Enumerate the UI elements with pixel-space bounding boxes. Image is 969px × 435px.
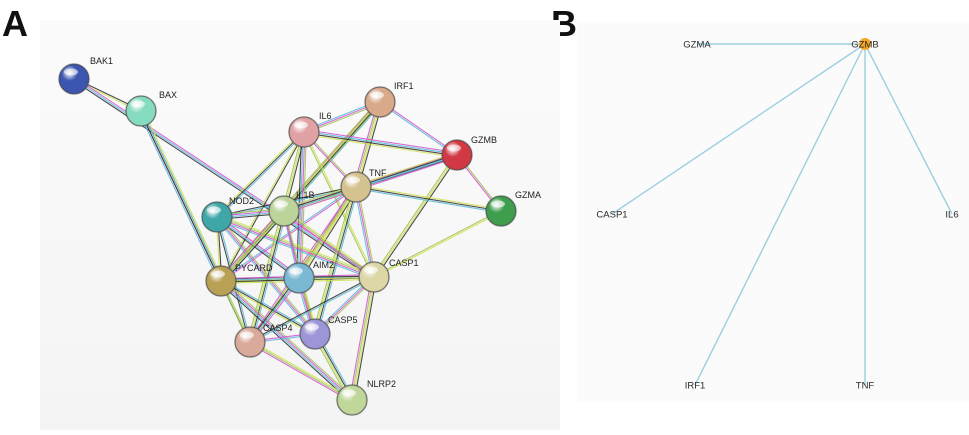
edge-CASP4-NLRP2 (248, 340, 354, 402)
node-label-pycard: PYCARD (235, 263, 273, 273)
node-label-bax: BAX (159, 90, 177, 100)
edge-IL1B-CASP1 (282, 209, 376, 279)
edge-gzmb-il6 (864, 43, 953, 215)
node-label-gzma: GZMA (515, 190, 541, 200)
node-gzma[interactable]: GZMA (683, 40, 711, 51)
edge-gzmb-irf1 (694, 43, 866, 386)
node-gzmb[interactable]: GZMB (441, 135, 497, 171)
node-label-nlrp2: NLRP2 (367, 379, 396, 389)
panel-a-label: A (2, 3, 28, 44)
node-nod2[interactable]: NOD2 (201, 196, 254, 233)
node-tnf[interactable]: TNF (856, 381, 875, 392)
edge-GZMA-TNF (355, 184, 502, 214)
node-label-casp1: CASP1 (389, 258, 419, 268)
edge-CASP1-CASP4 (249, 275, 375, 344)
node-label-casp4: CASP4 (263, 323, 293, 333)
node-casp4[interactable]: CASP4 (234, 323, 293, 358)
node-label-tnf: TNF (856, 381, 875, 392)
edge-GZMB-CASP1 (372, 153, 459, 279)
edge-IL1B-CASP4 (247, 210, 287, 343)
node-gzma[interactable]: GZMA (485, 190, 541, 227)
node-casp1[interactable]: CASP1 (596, 210, 627, 221)
node-label-aim2: AIM2 (313, 260, 334, 270)
edge-PYCARD-NLRP2 (219, 278, 354, 403)
network-b-edges (611, 43, 953, 386)
node-label-bak1: BAK1 (90, 56, 113, 66)
node-gzmb[interactable]: GZMB (851, 38, 879, 51)
node-il6[interactable]: IL6 (288, 111, 332, 148)
edge-NOD2-AIM2 (215, 215, 301, 280)
node-tnf[interactable]: TNF (340, 168, 387, 203)
node-irf1[interactable]: IRF1 (364, 81, 414, 118)
node-il6[interactable]: IL6 (945, 210, 958, 221)
node-label-gzma: GZMA (683, 40, 711, 51)
node-label-il1b: IL1B (296, 190, 315, 200)
node-label-gzmb: GZMB (471, 135, 497, 145)
edge-IRF1-GZMB (379, 100, 458, 157)
node-label-tnf: TNF (369, 168, 387, 178)
node-label-casp5: CASP5 (328, 315, 358, 325)
edge-IL1B-PYCARD (218, 209, 287, 283)
node-aim2[interactable]: AIM2 (283, 260, 334, 294)
node-bax[interactable]: BAX (125, 90, 177, 127)
node-bak1[interactable]: BAK1 (58, 56, 113, 95)
node-irf1[interactable]: IRF1 (685, 381, 706, 392)
node-casp1[interactable]: CASP1 (358, 258, 419, 293)
edge-IL6-NOD2 (215, 130, 306, 219)
node-label-il6: IL6 (319, 111, 332, 121)
node-pycard[interactable]: PYCARD (205, 263, 273, 297)
node-label-casp1: CASP1 (596, 210, 627, 221)
node-label-irf1: IRF1 (685, 381, 706, 392)
node-label-irf1: IRF1 (394, 81, 414, 91)
node-label-gzmb: GZMB (851, 40, 878, 51)
node-il1b[interactable]: IL1B (268, 190, 315, 227)
edge-CASP1-NLRP2 (349, 276, 377, 401)
node-nlrp2[interactable]: NLRP2 (336, 379, 396, 416)
edge-IL6-GZMB (303, 129, 458, 158)
edge-GZMA-CASP1 (373, 209, 502, 279)
edge-IL6-CASP1 (302, 131, 376, 278)
edge-gzmb-casp1 (611, 43, 866, 215)
node-label-nod2: NOD2 (229, 196, 254, 206)
node-label-il6: IL6 (945, 210, 958, 221)
node-casp5[interactable]: CASP5 (299, 315, 358, 350)
